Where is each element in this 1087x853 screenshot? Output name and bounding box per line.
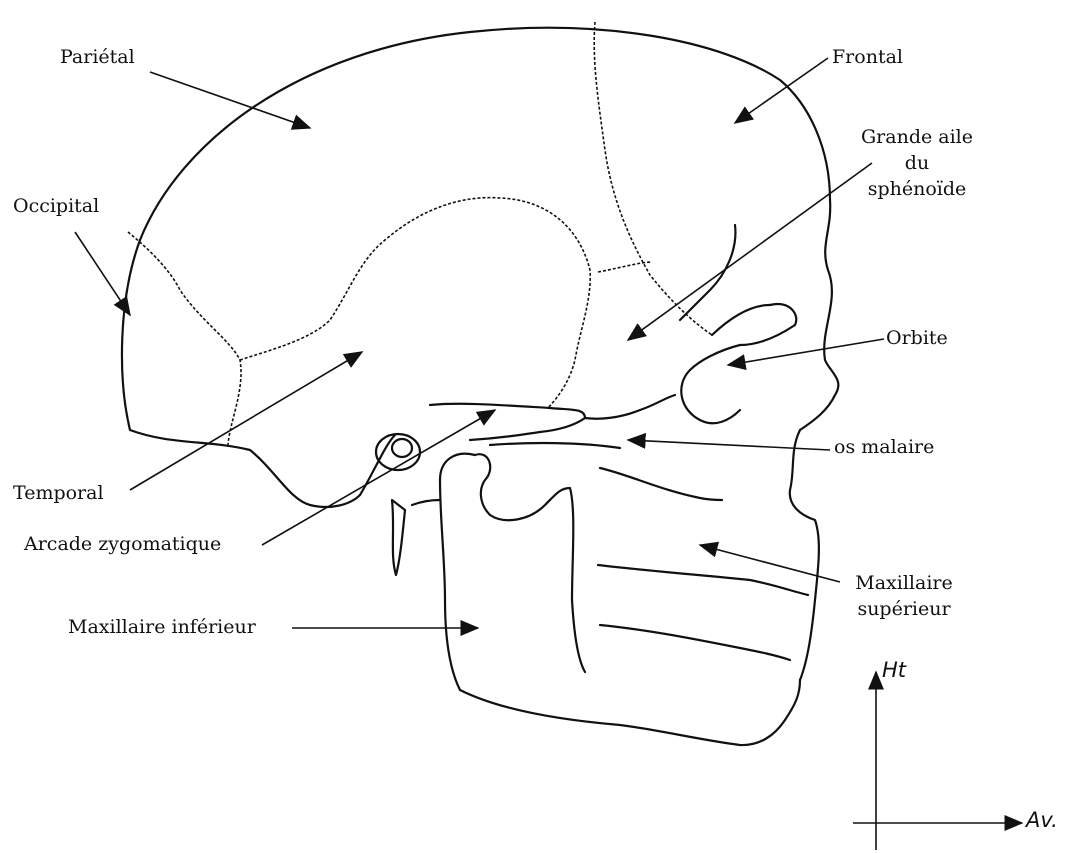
label-maxillaire-superieur-line1: Maxillaire <box>838 572 970 594</box>
arrow-temporal <box>130 352 362 490</box>
mandible-ramus-back <box>440 454 800 745</box>
mandible-notch-back <box>412 500 440 505</box>
sphenoid-front-line <box>680 225 735 320</box>
label-arcade-zygomatique: Arcade zygomatique <box>24 533 221 555</box>
label-orbite: Orbite <box>886 327 948 349</box>
arrow-parietal <box>150 72 310 128</box>
axis-label-horizontal: Av. <box>1026 808 1058 832</box>
label-grande-aile-line3: sphénoïde <box>852 178 982 200</box>
axis-label-vertical: Ht <box>882 658 906 682</box>
arch-lower <box>490 443 620 448</box>
skull-base-outline <box>130 430 395 507</box>
label-maxillaire-superieur-line2: supérieur <box>838 598 970 620</box>
label-maxillaire-inferieur: Maxillaire inférieur <box>68 616 256 638</box>
label-frontal: Frontal <box>832 46 903 68</box>
arrow-os-malaire <box>628 440 830 450</box>
label-parietal: Pariétal <box>60 46 135 68</box>
arrow-frontal <box>735 58 828 123</box>
label-os-malaire: os malaire <box>834 436 934 458</box>
label-grande-aile-line2: du <box>852 152 982 174</box>
upper-teeth-line <box>598 565 808 595</box>
meatus-inner <box>392 439 412 457</box>
label-occipital: Occipital <box>13 195 99 217</box>
lambdoid-suture <box>128 232 241 445</box>
arrow-occipital <box>75 232 130 315</box>
arrow-grande-aile <box>628 163 872 340</box>
face-front-outline <box>790 430 819 680</box>
label-maxillaire-superieur: Maxillaire supérieur <box>838 572 970 620</box>
coronal-suture <box>594 22 712 335</box>
arrow-arcade <box>262 410 495 545</box>
cranium-outline <box>122 28 838 430</box>
malar-bone <box>585 395 675 419</box>
label-grande-aile: Grande aile du sphénoïde <box>852 126 982 200</box>
squamous-suture <box>240 198 590 408</box>
label-temporal: Temporal <box>13 482 104 504</box>
mandible-outline <box>475 454 585 672</box>
sphenoid-suture <box>598 262 652 272</box>
label-grande-aile-line1: Grande aile <box>852 126 982 148</box>
maxilla-cheek-line <box>600 468 722 500</box>
lower-teeth-line <box>600 625 790 660</box>
styloid-process <box>392 500 405 575</box>
orbit-inner <box>712 305 770 335</box>
